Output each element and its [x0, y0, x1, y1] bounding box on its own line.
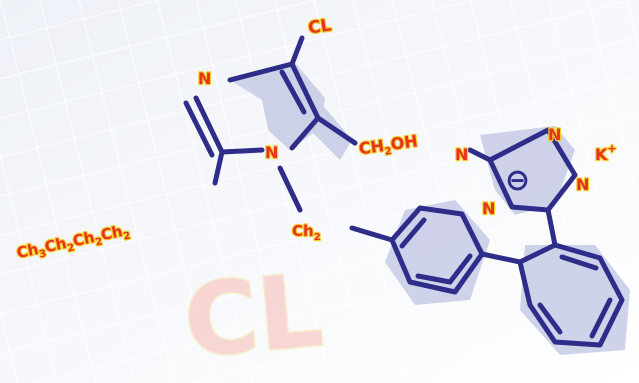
charge-symbol: ⊖ [505, 163, 530, 198]
tetrazole-left [467, 147, 493, 163]
bond-c4-cl [289, 35, 305, 67]
bonds [183, 35, 625, 348]
bond-c4-n3 [227, 61, 295, 83]
phenyl-right-inner1 [559, 254, 599, 271]
label-ch2: Ch2 [292, 222, 321, 243]
watermark-text: CL [180, 252, 327, 381]
bond-ch2-phenyl [349, 225, 395, 243]
bond-c2-n1 [219, 147, 265, 155]
phenyl-left-inner1 [399, 217, 427, 249]
bond-n1-ch2 [277, 165, 303, 213]
bond-biphenyl [479, 251, 523, 265]
label-cl: CL [307, 15, 333, 38]
label-tetrazole-n1: N [455, 145, 468, 164]
label-n-ring-left: N [198, 69, 211, 88]
phenyl-right-inner2 [589, 297, 613, 339]
label-potassium: K+ [595, 142, 617, 164]
label-tetrazole-n2: N [548, 125, 561, 144]
bond-n-c2 [193, 95, 225, 155]
bond-c5-c4-inner [279, 69, 307, 115]
phenyl-left-inner2 [447, 253, 473, 285]
label-tetrazole-n4: N [576, 175, 589, 194]
label-tetrazole-n3: N [482, 199, 495, 218]
bond-c5-ch2oh [315, 115, 358, 146]
bond-n-c2-inner [183, 100, 215, 158]
bond-n1-c5 [289, 115, 321, 151]
imidazole-side [300, 78, 352, 160]
bond-c2-chain [212, 149, 225, 186]
phenyl-left-inner3 [415, 273, 453, 285]
phenyl-right [517, 242, 625, 348]
bond-c5-c4 [289, 61, 321, 121]
phenyl-right-inner3 [537, 302, 563, 335]
label-n-ring-center: N [265, 143, 278, 162]
